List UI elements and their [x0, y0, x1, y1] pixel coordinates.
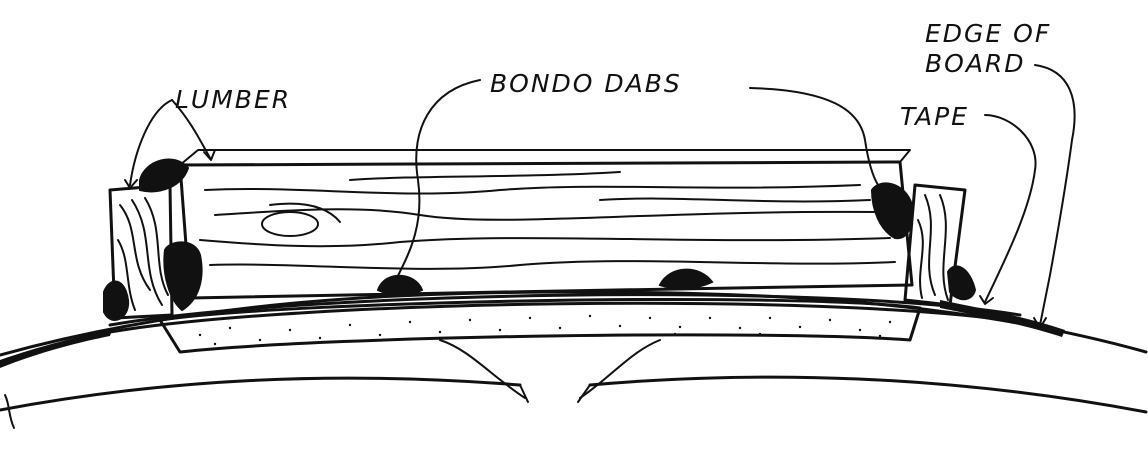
filler-layer	[110, 295, 1020, 352]
labels: LUMBER BONDO DABS EDGE OF BOARD TAPE	[175, 19, 1051, 131]
label-edge-of-board-line1: EDGE OF	[925, 19, 1051, 48]
label-lumber: LUMBER	[175, 85, 291, 114]
horizontal-lumber	[180, 150, 912, 298]
label-edge-of-board-line2: BOARD	[925, 49, 1026, 78]
label-bondo-dabs: BONDO DABS	[490, 69, 682, 98]
label-tape: TAPE	[900, 102, 969, 131]
